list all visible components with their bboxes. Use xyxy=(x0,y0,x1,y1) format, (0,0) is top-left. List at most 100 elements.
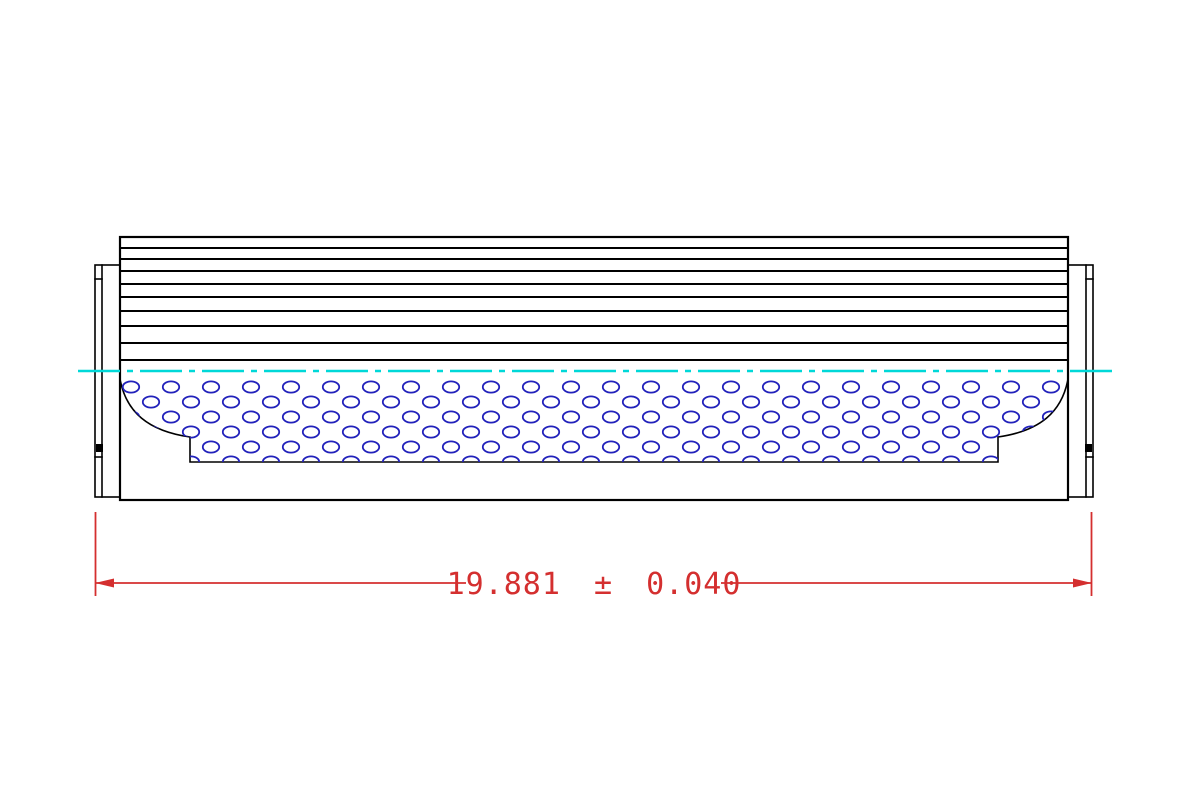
perforation-hole xyxy=(321,380,341,394)
perforation-hole xyxy=(381,395,401,409)
perforation-hole xyxy=(981,395,1001,409)
perforation-hole xyxy=(201,440,221,454)
perforation-hole xyxy=(641,410,661,424)
perforation-hole xyxy=(441,410,461,424)
perforation-hole xyxy=(441,380,461,394)
perforation-hole xyxy=(681,380,701,394)
perforation-hole xyxy=(841,380,861,394)
perforation-hole xyxy=(621,425,641,439)
perforation-hole xyxy=(721,440,741,454)
perforation-hole xyxy=(1061,395,1068,409)
pleat-lines xyxy=(120,247,1068,361)
perforation-hole xyxy=(421,455,441,462)
perforation-hole xyxy=(201,410,221,424)
perforation-hole xyxy=(921,380,941,394)
perforation-hole xyxy=(301,455,321,462)
dimension-arrow-right xyxy=(1073,578,1092,588)
perforation-hole xyxy=(481,440,501,454)
perforation-hole xyxy=(881,440,901,454)
perforation-hole xyxy=(881,410,901,424)
perforation-hole xyxy=(1041,380,1061,394)
perforation-hole xyxy=(181,425,201,439)
perforation-hole xyxy=(781,395,801,409)
perforation-hole xyxy=(721,380,741,394)
perforation-hole xyxy=(921,440,941,454)
perforation-hole xyxy=(241,440,261,454)
perforation-hole xyxy=(961,440,981,454)
perforation-hole xyxy=(341,455,361,462)
perforation-hole xyxy=(301,395,321,409)
perforation-hole xyxy=(841,410,861,424)
perforation-hole xyxy=(221,425,241,439)
perforation-hole xyxy=(861,425,881,439)
perforation-hole xyxy=(701,395,721,409)
perforation-hole xyxy=(541,395,561,409)
perforation-hole xyxy=(181,395,201,409)
perforation-hole xyxy=(941,425,961,439)
perforation-hole xyxy=(241,380,261,394)
right-end-cap xyxy=(1067,264,1094,498)
perforation-hole xyxy=(161,440,181,454)
perforation-hole xyxy=(461,395,481,409)
perforation-hole xyxy=(121,440,141,454)
perforation-hole xyxy=(501,395,521,409)
perforation-hole xyxy=(261,395,281,409)
perforation-hole xyxy=(781,425,801,439)
perforation-hole xyxy=(201,380,221,394)
perforation-hole xyxy=(501,425,521,439)
perforation-hole xyxy=(1001,440,1021,454)
perforation-hole xyxy=(821,395,841,409)
perforation-hole xyxy=(541,455,561,462)
perforation-hole xyxy=(661,455,681,462)
perforation-hole xyxy=(261,455,281,462)
perforation-hole xyxy=(641,380,661,394)
perforation-hole xyxy=(221,455,241,462)
perforation-hole xyxy=(861,455,881,462)
perforation-hole xyxy=(121,410,141,424)
perforation-hole xyxy=(781,455,801,462)
perforated-core xyxy=(119,378,1069,463)
perforation-hole xyxy=(161,410,181,424)
perforation-hole xyxy=(381,455,401,462)
perforation-hole xyxy=(421,395,441,409)
perforation-hole xyxy=(561,410,581,424)
perforation-hole xyxy=(821,455,841,462)
perforation-hole xyxy=(761,380,781,394)
perforation-hole xyxy=(761,440,781,454)
perforation-hole xyxy=(141,395,161,409)
left-end-cap xyxy=(94,264,121,498)
perforation-hole xyxy=(741,455,761,462)
perforation-hole xyxy=(1061,455,1068,462)
perforation-hole xyxy=(981,425,1001,439)
core-outline xyxy=(119,378,1069,463)
perforation-hole xyxy=(221,395,241,409)
perforation-hole xyxy=(521,410,541,424)
perforation-hole xyxy=(1021,395,1041,409)
perforation-hole xyxy=(481,380,501,394)
right-cap-outline xyxy=(1067,264,1094,498)
perforation-hole xyxy=(521,440,541,454)
perforation-hole xyxy=(561,440,581,454)
perforation-hole xyxy=(741,425,761,439)
perforation-hole xyxy=(661,395,681,409)
perforation-hole xyxy=(941,455,961,462)
perforation-hole xyxy=(701,425,721,439)
perforation-hole xyxy=(281,440,301,454)
perforation-hole xyxy=(941,395,961,409)
perforation-hole xyxy=(501,455,521,462)
perforation-hole xyxy=(861,395,881,409)
perforation-hole xyxy=(601,380,621,394)
perforation-hole xyxy=(121,380,141,394)
perforation-hole xyxy=(381,425,401,439)
perforation-hole xyxy=(341,425,361,439)
perforation-hole xyxy=(641,440,661,454)
perforation-hole xyxy=(901,395,921,409)
perforation-hole xyxy=(581,455,601,462)
perforation-hole xyxy=(601,410,621,424)
perforation-hole xyxy=(1021,455,1041,462)
perforation-hole xyxy=(161,380,181,394)
perforation-hole xyxy=(241,410,261,424)
perforation-hole xyxy=(361,380,381,394)
